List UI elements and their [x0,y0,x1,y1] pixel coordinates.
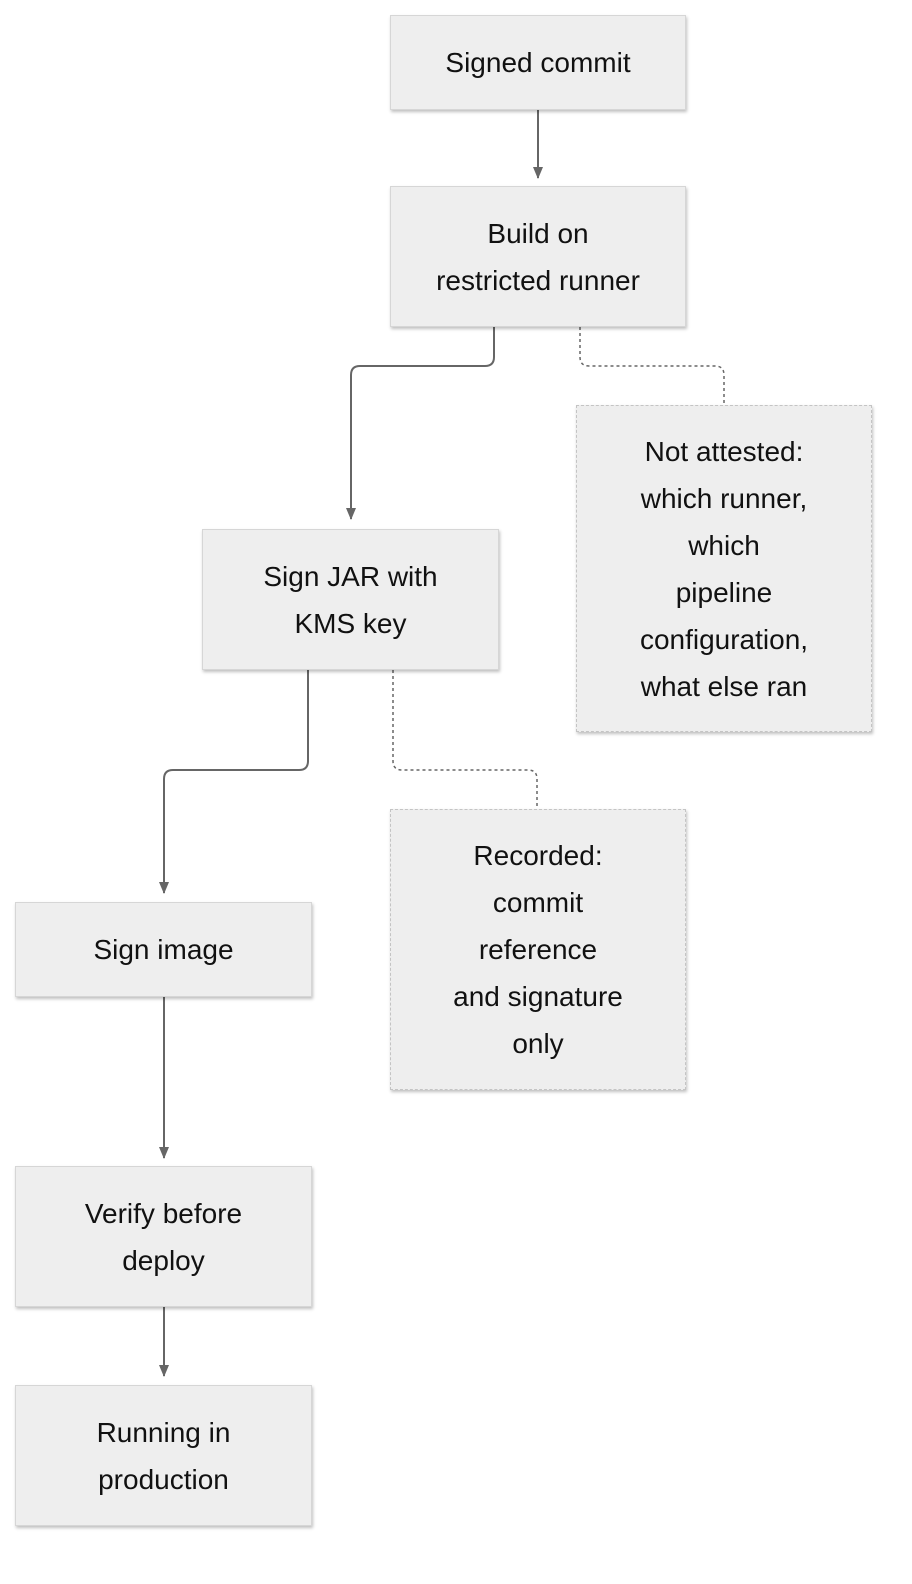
node-signed-commit: Signed commit [390,15,686,110]
node-sign-jar: Sign JAR with KMS key [202,529,499,670]
node-signed-commit-label: Signed commit [445,47,631,78]
edge-sign-jar-to-recorded [392,670,538,809]
node-sign-jar-label: Sign JAR with KMS key [263,560,438,639]
note-recorded: Recorded: commit reference and signature… [390,809,686,1090]
node-build-label: Build on restricted runner [436,217,640,296]
note-not-attested: Not attested: which runner, which pipeli… [576,405,872,732]
node-sign-image: Sign image [15,902,312,997]
node-build-on-restricted-runner: Build on restricted runner [390,186,686,327]
node-production-label: Running in production [96,1416,231,1495]
note-recorded-label: Recorded: commit reference and signature… [453,840,623,1059]
edge-sign-jar-to-sign-image [159,670,309,894]
edge-build-to-sign-jar [346,327,495,520]
node-verify-before-deploy: Verify before deploy [15,1166,312,1307]
edge-build-to-not-attested [579,327,725,405]
node-verify-label: Verify before deploy [84,1197,243,1276]
node-sign-image-label: Sign image [93,934,234,965]
node-running-in-production: Running in production [15,1385,312,1526]
note-not-attested-label: Not attested: which runner, which pipeli… [639,435,809,702]
